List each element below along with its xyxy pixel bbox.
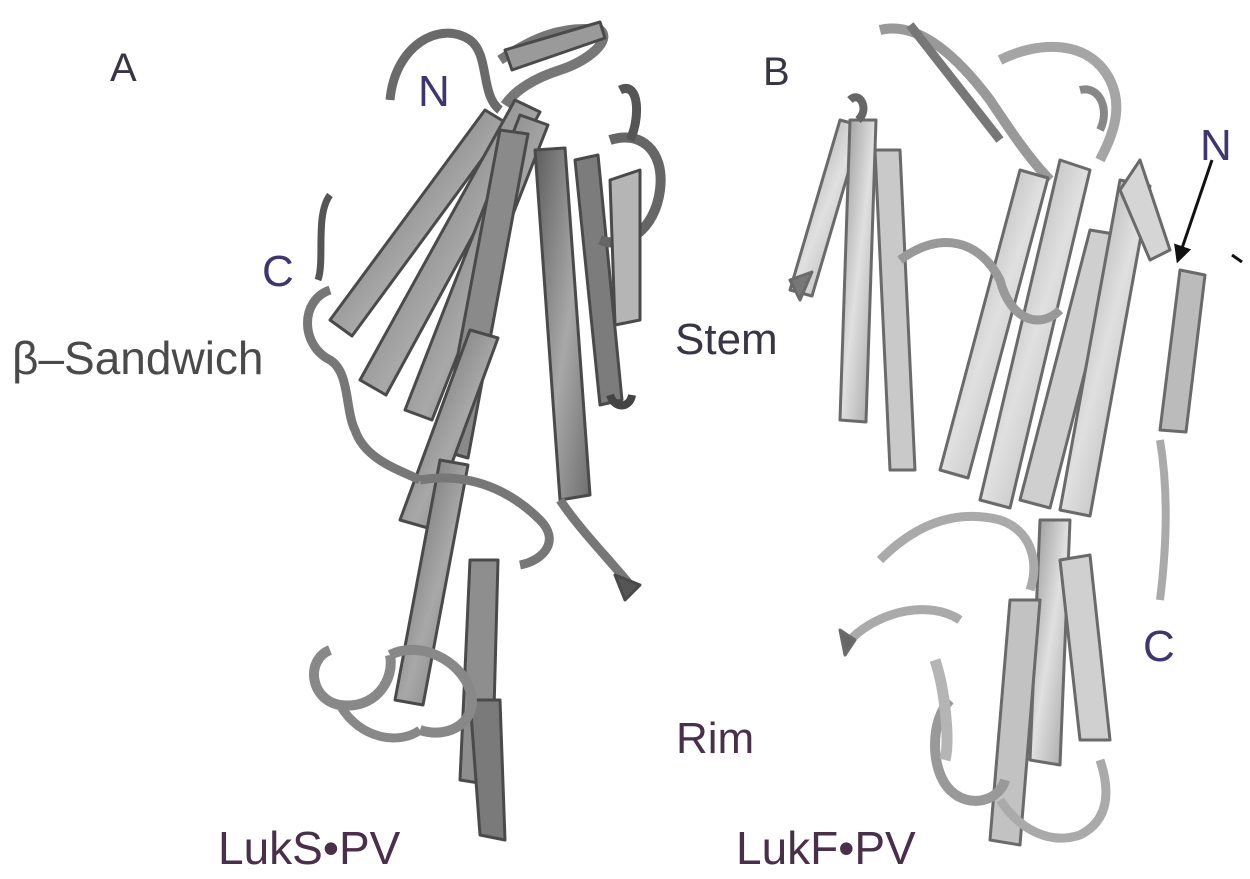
panel-b-c-terminus-label: C [1143,625,1175,669]
luks-pv-ribbon [308,22,661,840]
lukf-pv-ribbon [790,25,1242,845]
panel-a-label: A [110,48,137,88]
rim-label: Rim [676,717,754,761]
luks-pv-caption: LukS•PV [218,825,400,871]
panel-b-n-terminus-label: N [1200,124,1232,168]
panel-b-label: B [763,52,790,92]
lukf-pv-caption: LukF•PV [736,825,916,871]
stem-label: Stem [675,318,778,362]
panel-a-c-terminus-label: C [262,250,294,294]
panel-a-n-terminus-label: N [418,70,450,114]
beta-sandwich-label: β–Sandwich [12,335,264,381]
